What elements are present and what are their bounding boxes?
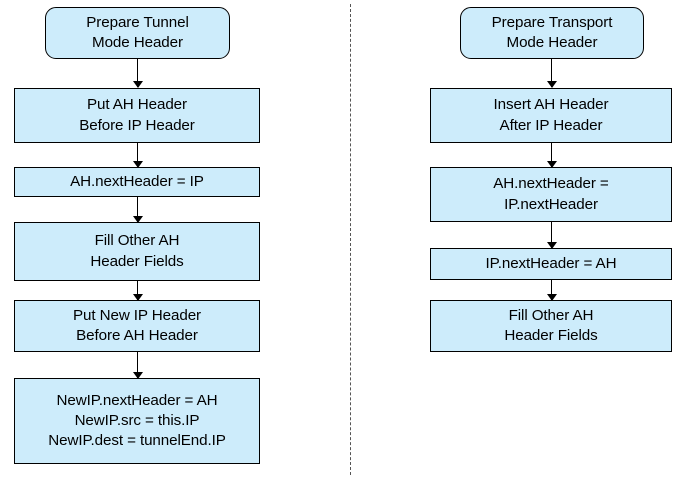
node-line-1: Fill Other AH [508, 306, 594, 324]
node-line-2: Header Fields [90, 252, 184, 270]
arrow-head-icon [546, 161, 557, 168]
arrow-shaft [551, 280, 552, 300]
node-newip-assignments[interactable]: NewIP.nextHeader = AH NewIP.src = this.I… [14, 378, 260, 464]
arrow-shaft [137, 352, 138, 378]
arrow-shaft [137, 143, 138, 167]
arrow-shaft [137, 281, 138, 300]
node-insert-ah-header-after-ip-header[interactable]: Insert AH Header After IP Header [430, 88, 672, 143]
node-ah-nextheader-equals-ip-nextheader[interactable]: AH.nextHeader = IP.nextHeader [430, 167, 672, 222]
arrow-head-icon [132, 216, 143, 223]
node-line-1: Prepare Transport [491, 13, 613, 31]
node-put-ah-header-before-ip-header[interactable]: Put AH Header Before IP Header [14, 88, 260, 143]
node-line-1: AH.nextHeader = [493, 175, 609, 193]
node-line-1: Prepare Tunnel [86, 13, 189, 31]
arrow-head-icon [546, 81, 557, 88]
node-fill-other-ah-header-fields-tunnel[interactable]: Fill Other AH Header Fields [14, 222, 260, 281]
node-line-1: Insert AH Header [493, 96, 609, 114]
node-line-2: IP.nextHeader [504, 195, 598, 213]
node-line-2: NewIP.src = this.IP [74, 411, 200, 429]
arrow-shaft [551, 222, 552, 248]
arrow-head-icon [132, 372, 143, 379]
node-line-1: Put New IP Header [72, 306, 202, 324]
arrow-head-icon [132, 161, 143, 168]
arrow-head-icon [132, 81, 143, 88]
node-prepare-tunnel-mode-header[interactable]: Prepare Tunnel Mode Header [45, 7, 230, 59]
arrow-head-icon [546, 242, 557, 249]
column-divider [350, 4, 351, 475]
node-ip-nextheader-equals-ah[interactable]: IP.nextHeader = AH [430, 248, 672, 280]
arrow-shaft [551, 143, 552, 167]
node-line-3: NewIP.dest = tunnelEnd.IP [48, 432, 226, 450]
arrow-shaft [137, 197, 138, 222]
arrow-head-icon [132, 294, 143, 301]
node-line-2: After IP Header [499, 116, 603, 134]
node-ah-nextheader-equals-ip[interactable]: AH.nextHeader = IP [14, 167, 260, 197]
node-line-2: Before AH Header [76, 327, 198, 344]
node-line-1: Put AH Header [86, 96, 187, 114]
node-line-2: Mode Header [506, 34, 598, 51]
node-put-new-ip-header-before-ah-header[interactable]: Put New IP Header Before AH Header [14, 300, 260, 352]
node-line-2: Mode Header [92, 34, 183, 51]
arrow-shaft [551, 59, 552, 87]
arrow-head-icon [546, 294, 557, 301]
node-line-2: Before IP Header [79, 116, 195, 134]
arrow-shaft [137, 59, 138, 87]
node-line-1: NewIP.nextHeader = AH [56, 391, 218, 409]
node-fill-other-ah-header-fields-transport[interactable]: Fill Other AH Header Fields [430, 300, 672, 352]
node-line-1: Fill Other AH [94, 232, 180, 250]
node-line-1: AH.nextHeader = IP [70, 172, 204, 190]
node-prepare-transport-mode-header[interactable]: Prepare Transport Mode Header [460, 7, 644, 59]
node-line-2: Header Fields [504, 327, 598, 344]
node-line-1: IP.nextHeader = AH [485, 254, 617, 272]
